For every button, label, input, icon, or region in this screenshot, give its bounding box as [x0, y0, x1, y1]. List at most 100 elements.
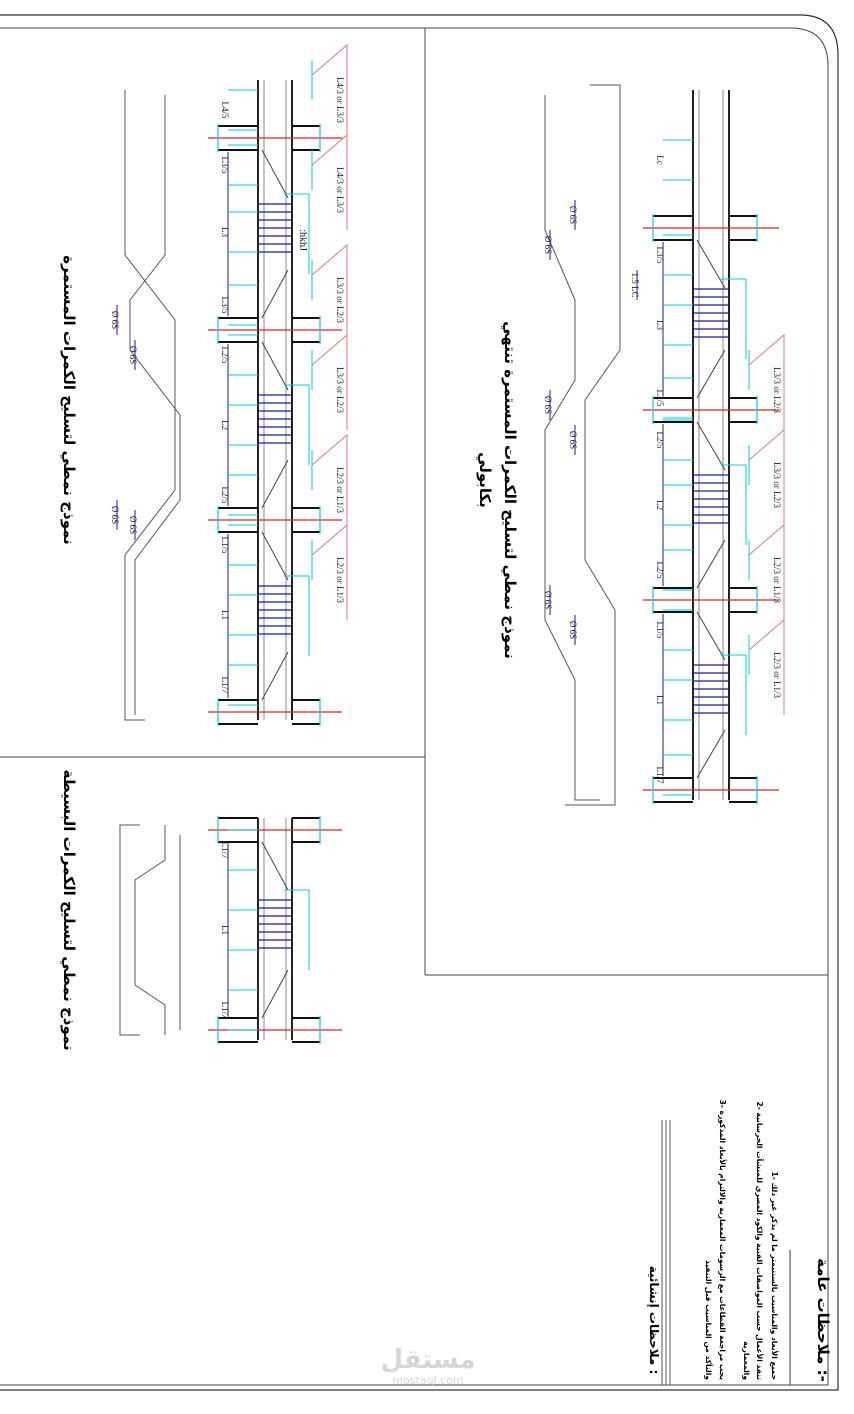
bent-bar — [261, 149, 289, 199]
span-marker — [663, 139, 693, 181]
bent-bar — [696, 539, 726, 589]
span-marker — [228, 594, 258, 636]
span-label: Lc — [655, 155, 665, 165]
span-label: L1 — [220, 610, 230, 620]
bar-bending-shape — [134, 825, 166, 1035]
dimension-tick — [217, 506, 321, 534]
span-marker — [663, 549, 693, 591]
top-bar-length-label: L3/3 or L2/3 — [335, 277, 345, 323]
note-item: والمعمارية — [742, 1341, 751, 1380]
bent-bar — [696, 611, 726, 661]
notes-heading: ملاحظات عامة :- — [814, 1258, 832, 1382]
column-stub — [218, 125, 320, 151]
column-stub — [218, 507, 320, 533]
dimension-tick — [652, 396, 758, 424]
bent-bar — [696, 349, 726, 399]
column-stub — [653, 587, 757, 613]
span-label: L2/5 — [655, 562, 665, 579]
span-marker — [663, 304, 693, 346]
bent-bar — [261, 459, 289, 509]
span-marker — [228, 211, 258, 253]
span-label: L4/5 — [220, 102, 230, 119]
flag-leader — [748, 618, 785, 715]
top-bar-length-label: L3/3 or L2/3 — [772, 462, 782, 508]
flag-leader — [311, 43, 348, 140]
flag-leader — [311, 333, 348, 430]
bar-size-label: Ø 6S — [568, 431, 578, 449]
top-bar-length-label: L2/3 or L1/3 — [335, 467, 345, 513]
span-label: L3/5 — [220, 157, 230, 174]
leader-line — [721, 654, 747, 735]
top-bar-length-label: L4/3 or L3/3 — [335, 167, 345, 213]
span-label: L3/5 — [220, 297, 230, 314]
bent-bar — [261, 269, 289, 319]
leader-line — [284, 889, 310, 970]
column-stub — [218, 317, 320, 343]
span-marker — [228, 989, 258, 1031]
span-marker — [228, 664, 258, 706]
bar-size-label: Ø 6S — [128, 346, 138, 364]
column-stub — [218, 1017, 320, 1043]
span-label: L2 — [220, 420, 230, 430]
title-cantilever-sub: بكابولي — [476, 452, 494, 508]
span-marker — [228, 829, 258, 871]
bent-bar — [696, 729, 726, 779]
leader-line — [284, 575, 310, 656]
bar-size-label: Ø 6S — [128, 516, 138, 534]
span-label: L1 — [655, 695, 665, 705]
column-stub — [653, 777, 757, 803]
column-stub — [218, 699, 320, 725]
span-label: L3 — [220, 227, 230, 237]
watermark-logo: مستقل — [380, 1345, 475, 1375]
span-marker — [228, 89, 258, 131]
span-marker — [663, 754, 693, 796]
bar-size-label: Ø 6S — [543, 591, 553, 609]
flag-leader — [311, 433, 348, 530]
title-simple-beams: نموذج نمطي لتسليح الكمرات البسيطة — [60, 769, 78, 1050]
bent-bar — [696, 239, 726, 289]
bar-size-label: 1.5 LC — [630, 272, 640, 297]
top-bar-length-label: L2/3 or L1/3 — [335, 557, 345, 603]
span-label: L1/5 — [220, 537, 230, 554]
top-bar-length-label: L2/3 or L1/3 — [772, 557, 782, 603]
note-item: 3- يجب مراجعة القطاعات مع الرسومات المعم… — [718, 1100, 727, 1381]
stirrup-note: :hkhJ — [297, 229, 308, 251]
span-label: L2/5 — [655, 432, 665, 449]
leader-line — [721, 464, 747, 545]
span-marker — [228, 404, 258, 446]
dimension-tick — [652, 776, 758, 804]
span-label: L1/7 — [220, 1002, 230, 1019]
bent-bar — [261, 341, 289, 391]
span-marker — [663, 419, 693, 461]
flag-leader — [311, 133, 348, 230]
flag-leader — [748, 333, 785, 430]
flag-leader — [311, 523, 348, 620]
span-label: L1/7 — [220, 677, 230, 694]
span-label: L3 — [655, 320, 665, 330]
span-marker — [663, 377, 693, 419]
leader-line — [284, 384, 310, 465]
span-label: L3/5 — [655, 247, 665, 264]
bar-size-label: Ø 6S — [543, 236, 553, 254]
bent-bar — [261, 841, 289, 891]
dimension-tick — [652, 586, 758, 614]
span-marker — [663, 484, 693, 526]
span-label: L1 — [220, 925, 230, 935]
span-label: L1/7 — [220, 842, 230, 859]
column-stub — [653, 215, 757, 241]
span-label: L1/5 — [655, 622, 665, 639]
column-stub — [653, 397, 757, 423]
bent-bar — [261, 969, 289, 1019]
watermark-url: mostaql.com — [392, 1374, 463, 1387]
dimension-tick — [652, 214, 758, 242]
bar-bending-shape — [119, 824, 140, 1036]
dimension-tick — [217, 1016, 321, 1044]
span-marker — [228, 524, 258, 566]
general-notes: ملاحظات عامة :- ملاحظات إنشائية : — [647, 1120, 832, 1385]
span-marker — [663, 679, 693, 721]
span-marker — [228, 909, 258, 951]
bent-bar — [261, 651, 289, 701]
span-label: L1/7 — [655, 767, 665, 784]
dimension-tick — [217, 316, 321, 344]
top-bar-length-label: L2/3 or L1/3 — [772, 652, 782, 698]
